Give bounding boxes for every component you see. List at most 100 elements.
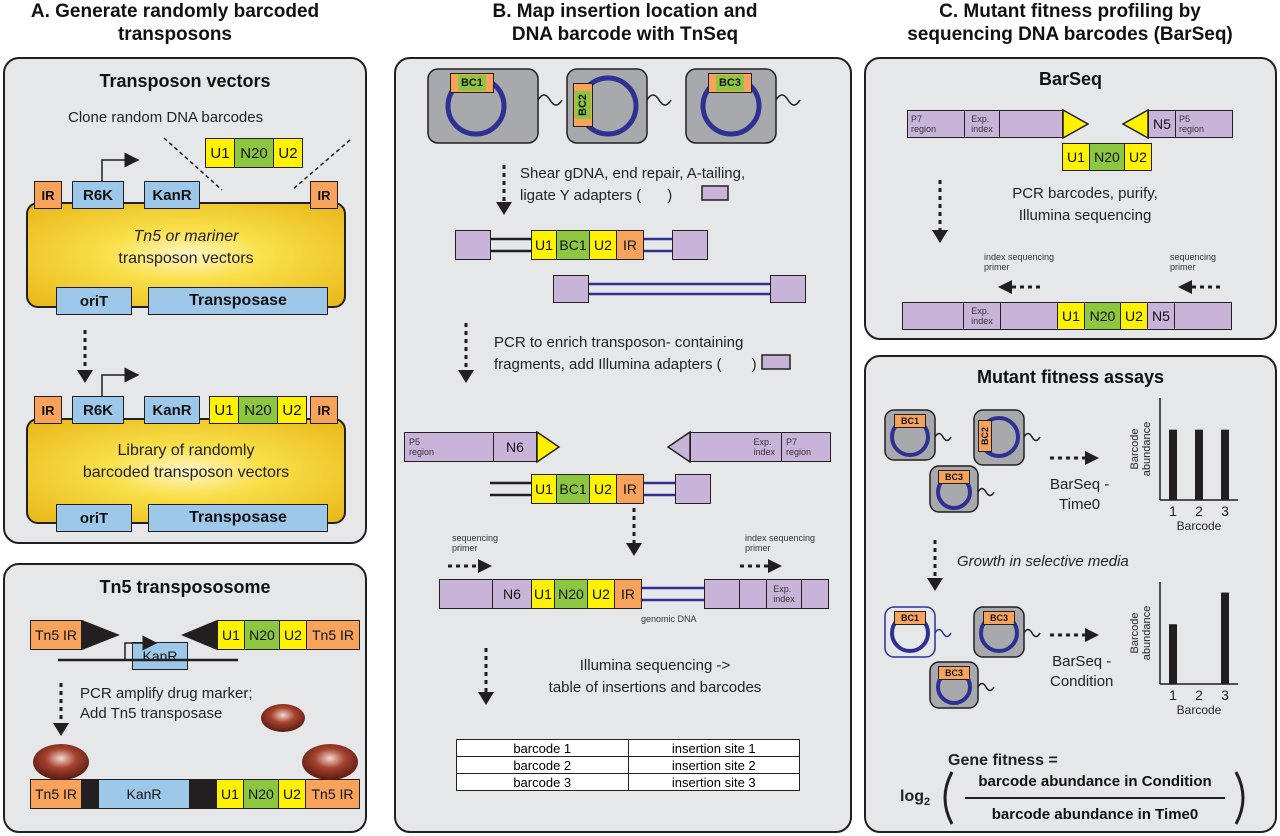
- y-adapter-left-2: [553, 275, 589, 303]
- fitness-numerator: barcode abundance in Condition: [978, 773, 1212, 790]
- panel-fitness-assays: Mutant fitness assays: [864, 355, 1277, 833]
- y-adapter-legend-icon: [701, 185, 729, 201]
- u2-box-b2: U2: [589, 474, 617, 504]
- ir-right: IR: [310, 181, 338, 209]
- yellow-triangle-c: [1062, 108, 1090, 140]
- chart-tick-label: 1: [1169, 503, 1177, 519]
- n20-box-tn5-2: N20: [243, 779, 279, 809]
- chart-bar: [1221, 592, 1229, 684]
- arrowhead-icon: [53, 723, 69, 736]
- yellow-triangle-c-right: [1121, 108, 1149, 140]
- clone-label: Clone random DNA barcodes: [68, 109, 264, 126]
- arrowhead-icon: [496, 202, 512, 215]
- u2-box-2: U2: [277, 396, 307, 424]
- ir-box-b2: IR: [616, 474, 644, 504]
- arrowhead-icon: [927, 578, 943, 591]
- u1-box-c2: U1: [1057, 302, 1085, 330]
- u2-box-c2: U2: [1120, 302, 1148, 330]
- bc-tag-d3: BC3: [938, 470, 970, 484]
- panel-title: BarSeq: [1038, 69, 1103, 89]
- genomic-dna-label: genomic DNA: [641, 614, 697, 624]
- bc-tag-d6: BC3: [938, 666, 970, 680]
- promoter-arrow-icon: [101, 367, 140, 396]
- chart-bar: [1169, 429, 1177, 500]
- step3-label: Illumina sequencing ->table of insertion…: [548, 657, 762, 696]
- barseq-condition-label: BarSeq -Condition: [1050, 653, 1114, 690]
- step1-label: Shear gDNA, end repair, A-tailing, ligat…: [520, 165, 746, 204]
- u2-box-tn5: U2: [279, 620, 307, 650]
- bc-tag-b3: BC3: [708, 73, 752, 93]
- illumina-adapter-legend-icon: [761, 354, 791, 370]
- kanr-box: KanR: [144, 181, 200, 209]
- clone-line-left: [163, 137, 223, 191]
- n5-box-c2: N5: [1147, 302, 1175, 330]
- n20-box-c2: N20: [1084, 302, 1121, 330]
- chart-y-label: abundance: [1141, 606, 1153, 660]
- chart-y-label: Barcode: [1129, 429, 1141, 470]
- panel-title: Transposon vectors: [99, 71, 271, 91]
- n20-box: N20: [234, 138, 274, 168]
- transposase-protein-icon: [302, 744, 358, 780]
- ir-right-2: IR: [310, 396, 338, 424]
- r6k-box-2: R6K: [72, 396, 124, 424]
- n6-box-final: N6: [492, 579, 532, 609]
- chart-tick-label: 2: [1195, 503, 1203, 519]
- u1-box-final: U1: [531, 579, 555, 609]
- barseq-time0-label: BarSeq -Time0: [1050, 476, 1110, 513]
- transposase-protein-icon: [261, 704, 305, 732]
- bc-tag-d5: BC3: [983, 611, 1015, 625]
- growth-label: Growth in selective media: [957, 553, 1129, 570]
- bc-tag-d2: BC2: [978, 420, 992, 452]
- p5-segment: [439, 579, 493, 609]
- promoter-arrow-icon: [101, 152, 140, 181]
- table-cell: insertion site 1: [627, 739, 800, 757]
- chart-bar: [1169, 624, 1177, 684]
- chart-bar: [1195, 429, 1203, 500]
- u1-box-tn5: U1: [217, 620, 245, 650]
- adapter-c-left: [999, 110, 1063, 138]
- ir-left-2: IR: [34, 396, 62, 424]
- adapter-c2-right: [1174, 302, 1232, 330]
- tn5-ir-right-2: Tn5 IR: [305, 779, 360, 809]
- gene-fitness-label: Gene fitness =: [948, 752, 1058, 769]
- arrowhead-icon: [1178, 280, 1192, 294]
- ir-box-final: IR: [614, 579, 642, 609]
- arrowhead-icon: [932, 230, 948, 243]
- ir-left: IR: [34, 181, 62, 209]
- arrowhead-icon: [626, 543, 642, 556]
- chart-tick-label: 1: [1169, 687, 1177, 703]
- u1-box-c: U1: [1062, 143, 1090, 171]
- exp-index-c: Exp.index: [964, 110, 1000, 138]
- fitness-denominator: barcode abundance in Time0: [991, 806, 1199, 823]
- n20-box-c: N20: [1089, 143, 1125, 171]
- transposase-box: Transposase: [148, 287, 328, 315]
- tn5-ir-left: Tn5 IR: [30, 620, 82, 650]
- bc-tag-b2: BC2: [573, 83, 593, 127]
- u2-box-final: U2: [587, 579, 615, 609]
- tn5-triangle-left: [82, 620, 120, 650]
- kanr-box-2: KanR: [144, 396, 200, 424]
- orit-box: oriT: [56, 287, 132, 315]
- table-cell: insertion site 2: [627, 756, 800, 774]
- chart-bar: [1221, 429, 1229, 500]
- arrowhead-icon: [77, 370, 93, 383]
- arrowhead-icon: [478, 692, 494, 705]
- u2-box: U2: [273, 138, 303, 168]
- u1-box-b: U1: [531, 230, 557, 260]
- chart-tick-label: 2: [1195, 687, 1203, 703]
- kanr-box-tn5-2: KanR: [98, 779, 190, 809]
- arrowhead-icon: [768, 559, 782, 573]
- promoter-arrow-icon: [124, 635, 158, 660]
